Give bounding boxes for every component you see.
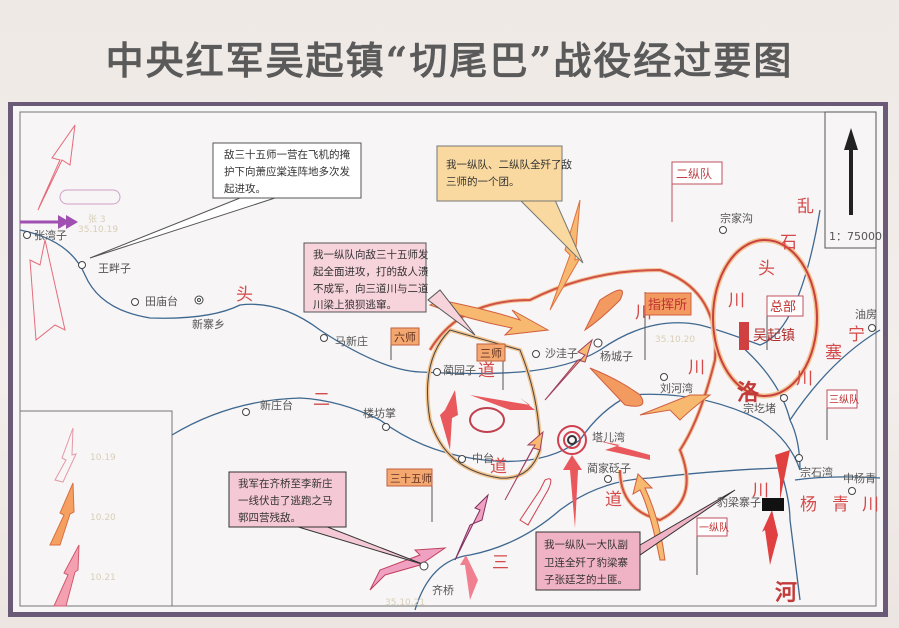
map-label: 我军在齐桥至李新庄: [238, 477, 333, 490]
legend-label: 10.19: [90, 453, 116, 463]
legend-arrow-10-20: [49, 482, 75, 546]
map-label: 青: [832, 495, 849, 515]
unit-zong3: 三纵队: [829, 393, 859, 406]
place-yangchengzi: 杨城子: [600, 349, 633, 363]
map-label: 起全面进攻，打的敌人溃: [313, 265, 429, 278]
map-label: 子张廷芝的土匪。: [544, 573, 628, 586]
map-label: 敌三十五师一营在飞机的掩: [224, 148, 350, 161]
map-label: 三: [492, 553, 509, 573]
unit-zong2: 二纵队: [676, 166, 712, 181]
baoliangzhaizi-block: [762, 498, 784, 511]
callout-4: 我军在齐桥至李新庄 一线伏击了逃跑之马 郭四营残敌。: [228, 471, 426, 566]
north-arrow-icon: [844, 128, 858, 215]
map-label: 我一纵队向敌三十五师发: [313, 248, 429, 261]
map-label: 头: [758, 259, 775, 279]
plane-icon: [59, 189, 121, 205]
place-linyuanzi: 蔺园子: [443, 364, 476, 377]
callout-1: 敌三十五师一营在飞机的掩 护下向萧应棠连阵地多次发 起进攻。: [89, 142, 362, 259]
legend-label: 10.21: [90, 573, 116, 583]
callout-2: 我一纵队、二纵队全歼了敌 三师的一个团。: [436, 145, 584, 264]
place-xinzhaixiang: 新寨乡: [192, 317, 225, 331]
map-label: 起进攻。: [224, 182, 266, 195]
map-label: 川: [728, 291, 745, 311]
map-label: 道: [490, 457, 507, 477]
north-arrow-box: 1：75000: [824, 111, 882, 249]
map-label: 三师的一个团。: [446, 175, 520, 188]
map-label: 河: [775, 581, 797, 606]
map-label: 乱: [797, 197, 814, 217]
map-label: 宁: [848, 325, 865, 345]
map-label: 不成军，向三道川与二道: [313, 282, 429, 295]
legend: 10.19 10.20 10.21: [19, 410, 173, 607]
place-zonggedu: 宗圪堵: [743, 401, 776, 415]
place-youfang: 油房: [855, 307, 877, 321]
place-linjiabianzi: 蔺家砭子: [587, 461, 631, 475]
place-liuhewan: 刘河湾: [660, 381, 693, 395]
place-labels: 张湾子 王畔子 田庙台 新寨乡 马新庄 蔺园子 沙洼子 杨城子 刘河湾 宗家沟 …: [34, 211, 877, 597]
place-zongshiwan: 宗石湾: [800, 465, 833, 479]
map-label: 头: [236, 285, 253, 305]
map-label: 二: [313, 390, 330, 410]
legend-arrow-10-21: [53, 544, 80, 607]
place-xinzhuangtai: 新庄台: [260, 398, 293, 412]
legend-arrow-10-19: [54, 427, 77, 483]
plane-label: 张 3: [88, 214, 106, 225]
map-label: 护下向萧应棠连阵地多次发: [224, 165, 350, 178]
place-zongjiagou: 宗家沟: [720, 211, 753, 225]
map-label: 川: [862, 495, 879, 515]
map-title: 中央红军吴起镇“切尾巴”战役经过要图: [105, 38, 794, 83]
place-wuqizhen: 吴起镇: [753, 328, 795, 344]
map-label: 道: [605, 490, 622, 510]
map-label: 川梁上狼狈逃窜。: [313, 298, 397, 311]
map-label: 川: [796, 369, 813, 389]
map-label: 石: [780, 233, 797, 253]
date-label: 35.10.19: [78, 225, 118, 235]
map-label: 道: [478, 361, 495, 381]
legend-label: 10.20: [90, 513, 116, 523]
map-label: 川: [752, 481, 769, 501]
place-loufangzhang: 楼坊掌: [363, 406, 396, 420]
place-wangpanzi: 王畔子: [98, 262, 131, 275]
unit-shi6: 六师: [394, 331, 416, 344]
date-label: 35.10.20: [655, 335, 695, 345]
map-label: 我一纵队、二纵队全歼了敌: [446, 158, 572, 171]
place-zhangwanzi: 张湾子: [34, 228, 67, 242]
map-label: 洛: [737, 380, 760, 406]
map-border: [19, 111, 877, 607]
rivers: [19, 209, 881, 611]
unit-labels: 二纵队 指挥所 总部 三纵队 一纵队 六师 三师 三十五师: [386, 161, 859, 575]
map-label: 塞: [825, 343, 842, 363]
map-label: 杨: [800, 495, 817, 515]
map-label: 我一纵队一大队副: [544, 538, 628, 551]
unit-zong1: 一纵队: [699, 521, 729, 534]
place-baoliangzhaizi: 豹梁寨子: [717, 495, 761, 509]
place-tarwan: 塔儿湾: [592, 430, 625, 444]
date-label: 35.10.21: [385, 598, 425, 608]
callout-3: 我一纵队向敌三十五师发 起全面进攻，打的敌人溃 不成军，向三道川与二道 川梁上狼…: [303, 242, 476, 336]
map-label: 卫连全歼了豹梁寨: [544, 556, 628, 569]
attack-arrows: [20, 124, 790, 600]
map-label: 川: [688, 358, 705, 378]
place-qiqiao: 齐桥: [432, 583, 454, 597]
unit-shi3: 三师: [480, 347, 502, 360]
river-labels: 头 道 川 二 道 川 三 道 川 乱 石 头 川 宁 塞 川 洛 河 杨 青 …: [236, 197, 879, 606]
scale-label: 1：75000: [829, 230, 882, 243]
place-tianmiaotai: 田庙台: [145, 294, 178, 308]
unit-hq: 指挥所: [648, 298, 687, 313]
unit-shi35: 三十五师: [390, 472, 432, 485]
town-markers: [23, 226, 876, 571]
encirclement-lines: [425, 237, 820, 523]
place-shawazi: 沙洼子: [545, 346, 578, 360]
unit-zongbu: 总部: [770, 300, 796, 315]
place-zhongtai: 中台: [472, 451, 494, 465]
place-maxinzhuang: 马新庄: [335, 334, 368, 348]
wuqizhen-block: [739, 322, 749, 350]
place-zhongyangqing: 中杨青: [843, 471, 876, 485]
map-label: 一线伏击了逃跑之马: [238, 494, 333, 507]
callout-5: 我一纵队一大队副 卫连全歼了豹梁寨 子张廷芝的土匪。: [535, 489, 736, 591]
map-label: 郭四营残敌。: [238, 511, 301, 524]
